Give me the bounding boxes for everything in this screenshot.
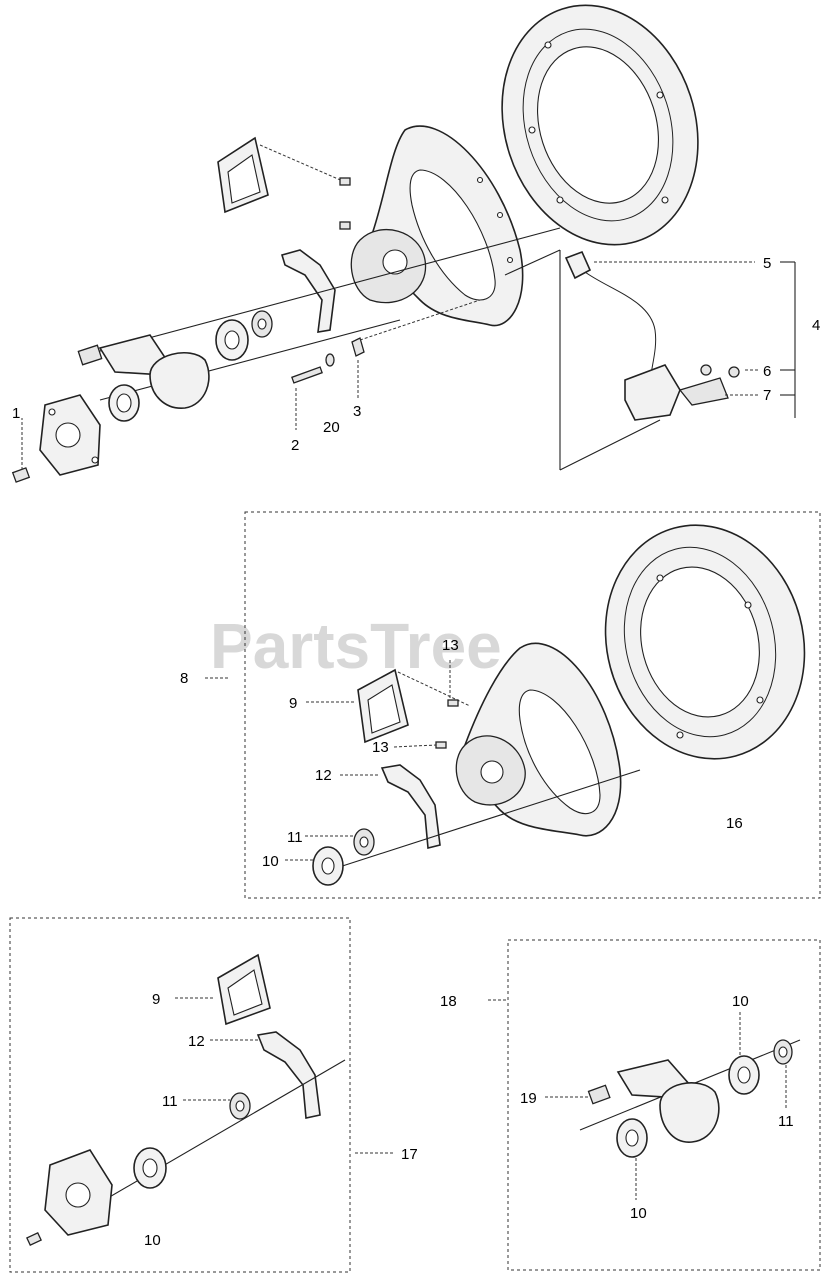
- callout-19: 19: [520, 1090, 537, 1107]
- bottom-right-assembly: [488, 999, 801, 1200]
- callout-18: 18: [440, 993, 457, 1010]
- middle-assembly: [205, 524, 806, 886]
- callout-12-bottom: 12: [188, 1033, 205, 1050]
- ignition-module: [504, 249, 796, 471]
- callout-5: 5: [763, 255, 771, 272]
- callout-2: 2: [291, 437, 299, 454]
- watermark-text: PartsTree: [210, 610, 502, 682]
- callout-11-right: 11: [778, 1113, 794, 1130]
- gasket-top: [217, 136, 269, 214]
- callout-9-mid: 9: [289, 695, 297, 712]
- callout-3: 3: [353, 403, 361, 420]
- callout-11-mid: 11: [287, 829, 303, 846]
- kit-box-17: [9, 917, 351, 1273]
- kit-box-8: [244, 511, 821, 899]
- callout-6: 6: [763, 363, 771, 380]
- callout-11-bottom: 11: [162, 1093, 178, 1110]
- top-assembly: [11, 4, 796, 483]
- callout-20: 20: [323, 419, 340, 436]
- callout-9-bottom: 9: [152, 991, 160, 1008]
- cover-disc-top: [501, 4, 699, 246]
- callout-12-mid: 12: [315, 767, 332, 784]
- callout-4: 4: [812, 317, 820, 334]
- callout-7: 7: [763, 387, 771, 404]
- callout-13-mid-lower: 13: [372, 739, 389, 756]
- kit-box-18: [507, 939, 821, 1271]
- callout-16: 16: [726, 815, 743, 832]
- callout-13-mid-upper: 13: [442, 637, 459, 654]
- callout-1: 1: [12, 405, 20, 422]
- callout-10-right-lower: 10: [630, 1205, 647, 1222]
- callout-10-bottom: 10: [144, 1232, 161, 1249]
- bottom-left-assembly: [26, 953, 395, 1247]
- crankcase-half-top: [350, 125, 524, 327]
- callout-17: 17: [401, 1146, 418, 1163]
- callout-10-mid: 10: [262, 853, 279, 870]
- callout-10-right-upper: 10: [732, 993, 749, 1010]
- callout-8: 8: [180, 670, 188, 687]
